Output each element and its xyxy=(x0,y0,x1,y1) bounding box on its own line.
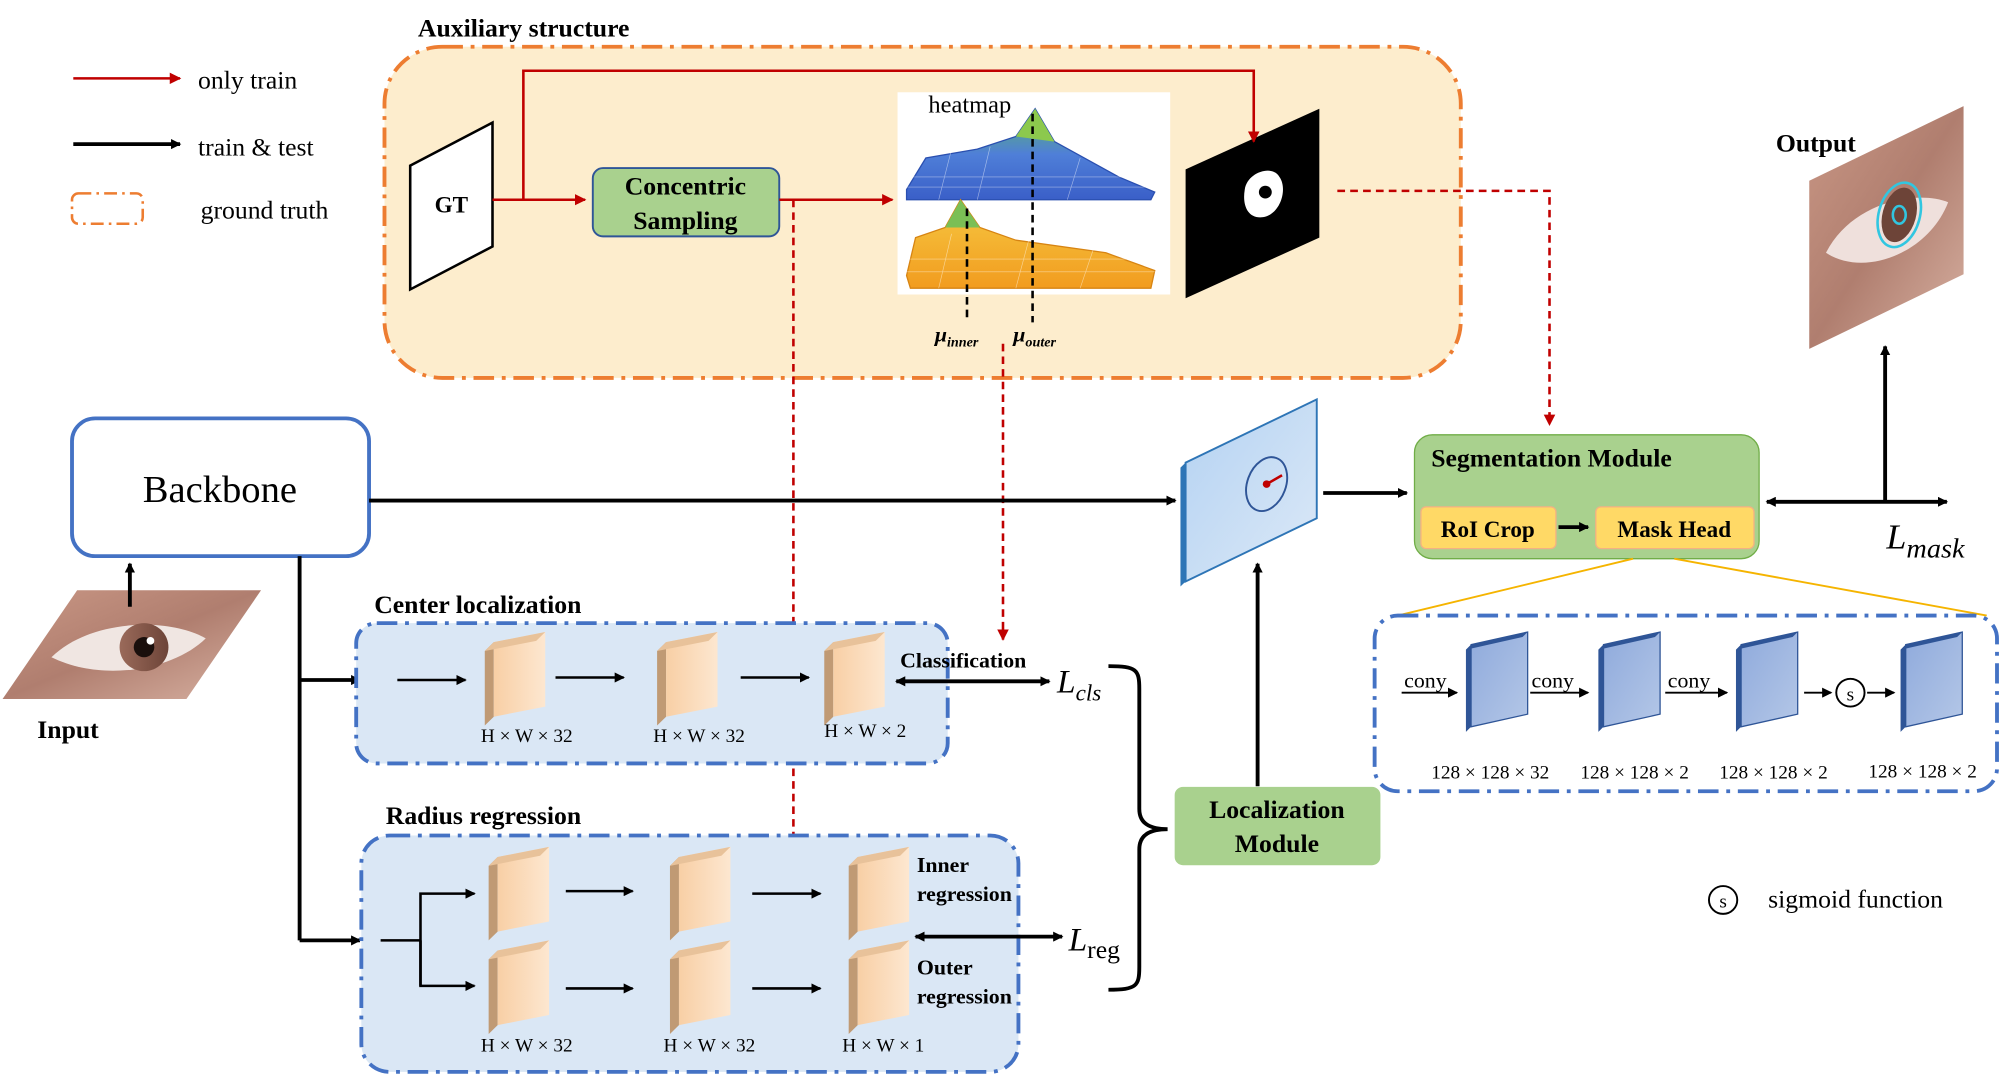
feature-map-plane xyxy=(1180,397,1318,587)
center-feature-1 xyxy=(484,632,546,726)
localization-module-box xyxy=(1174,786,1381,866)
mask-feature-3 xyxy=(1735,631,1799,732)
conv-label-1: cony xyxy=(1404,669,1447,693)
mask-feature-1 xyxy=(1465,631,1529,732)
legend-train-test: train & test xyxy=(198,133,314,162)
conv-label-3: cony xyxy=(1668,669,1711,693)
mask-dim-3: 128 × 128 × 2 xyxy=(1719,763,1827,784)
mu-outer-label: μouter xyxy=(1012,322,1056,350)
radius-feature-3 xyxy=(848,846,910,941)
sigmoid-legend-icon xyxy=(1707,885,1739,915)
radius-title: Radius regression xyxy=(386,801,581,830)
mask-dim-4: 128 × 128 × 2 xyxy=(1868,761,1976,782)
zoom-line-right xyxy=(1674,557,1987,617)
auxiliary-structure: Auxiliary structure GT Concentric Sampli… xyxy=(382,14,1463,380)
radius-dim-1: H × W × 32 xyxy=(481,1036,573,1057)
radius-feature-5 xyxy=(669,940,731,1034)
legend-orange-box xyxy=(70,192,145,225)
heatmap-mesh xyxy=(906,146,1155,289)
sigmoid-legend-glyph: s xyxy=(1719,892,1727,913)
legend-ground-truth: ground truth xyxy=(201,196,329,225)
radius-dim-3: H × W × 1 xyxy=(842,1036,924,1057)
roi-crop-box xyxy=(1420,506,1557,550)
center-feature-2 xyxy=(657,632,718,726)
gt-to-mask-arrow xyxy=(522,69,1260,200)
mask-head-label: Mask Head xyxy=(1617,517,1731,542)
gt-label: GT xyxy=(435,193,468,218)
radius-feature-6 xyxy=(848,940,910,1034)
mask-to-segmentation-arrow xyxy=(1337,189,1556,426)
output-image xyxy=(1809,106,1964,349)
backbone-box xyxy=(70,416,371,559)
backbone-label: Backbone xyxy=(143,469,297,511)
concentric-sampling-box xyxy=(591,167,781,238)
radius-dim-2: H × W × 32 xyxy=(664,1036,756,1057)
classification-label: Classification xyxy=(900,649,1026,673)
center-dim-2: H × W × 32 xyxy=(653,726,745,747)
zoom-line-left xyxy=(1397,557,1634,617)
heatmap-inner-peak xyxy=(945,199,980,228)
mask-head-box xyxy=(1595,506,1755,550)
center-title: Center localization xyxy=(374,590,581,619)
mask-dim-1: 128 × 128 × 32 xyxy=(1431,763,1549,784)
gt-plane xyxy=(408,120,494,292)
radius-regression: Radius regression Inner regression Outer… xyxy=(359,801,1121,1074)
output-label: Output xyxy=(1776,129,1857,158)
legend: only train train & test ground truth xyxy=(70,66,329,225)
center-dim-3: H × W × 2 xyxy=(824,721,906,742)
radius-feature-4 xyxy=(488,940,550,1034)
heatmap-label: heatmap xyxy=(928,92,1011,119)
sigmoid-icon xyxy=(1835,677,1866,708)
segmentation-module: Segmentation Module RoI Crop Mask Head xyxy=(1413,434,1760,560)
loss-mask: Lmask xyxy=(1885,517,1965,565)
center-dim-1: H × W × 32 xyxy=(481,726,573,747)
auxiliary-title: Auxiliary structure xyxy=(418,14,630,43)
radius-split-lower xyxy=(419,940,476,991)
loss-cls: Lcls xyxy=(1056,664,1101,705)
segmentation-title: Segmentation Module xyxy=(1431,444,1672,473)
localization-line2: Module xyxy=(1235,829,1319,858)
concentric-line1: Concentric xyxy=(625,172,746,201)
input-label: Input xyxy=(37,715,99,744)
mask-feature-2 xyxy=(1598,631,1661,732)
roi-crop-label: RoI Crop xyxy=(1441,517,1535,542)
mask-head-detail-box xyxy=(1372,613,1999,794)
concentric-line2: Sampling xyxy=(633,206,738,235)
gt-mask-hole xyxy=(1258,185,1272,199)
sigmoid-icon-glyph: s xyxy=(1847,684,1855,705)
mu-inner-label: μinner xyxy=(934,322,979,350)
localization-line1: Localization xyxy=(1209,795,1345,824)
legend-only-train: only train xyxy=(198,66,297,95)
outer-regression-line2: regression xyxy=(917,985,1012,1009)
outer-regression-line1: Outer xyxy=(917,956,973,980)
input-image xyxy=(2,590,262,699)
loss-brace xyxy=(1108,664,1168,992)
inner-regression-line1: Inner xyxy=(917,853,970,877)
inner-regression-line2: regression xyxy=(917,882,1012,906)
sigmoid-legend-label: sigmoid function xyxy=(1768,885,1943,914)
center-feature-3 xyxy=(824,632,885,726)
loss-reg: Lreg xyxy=(1068,922,1121,964)
mask-feature-4 xyxy=(1900,631,1963,732)
mask-head-detail: cony cony cony s 128 × 128 × 32 128 × 12… xyxy=(1372,613,1999,794)
heatmap-outer-peak xyxy=(1015,108,1055,142)
radius-feature-1 xyxy=(488,846,550,941)
mask-dim-2: 128 × 128 × 2 xyxy=(1580,763,1688,784)
radius-feature-2 xyxy=(669,846,731,941)
center-localization: Center localization H × W × 32 H × W × 3… xyxy=(354,590,1101,766)
conv-label-2: cony xyxy=(1532,669,1575,693)
